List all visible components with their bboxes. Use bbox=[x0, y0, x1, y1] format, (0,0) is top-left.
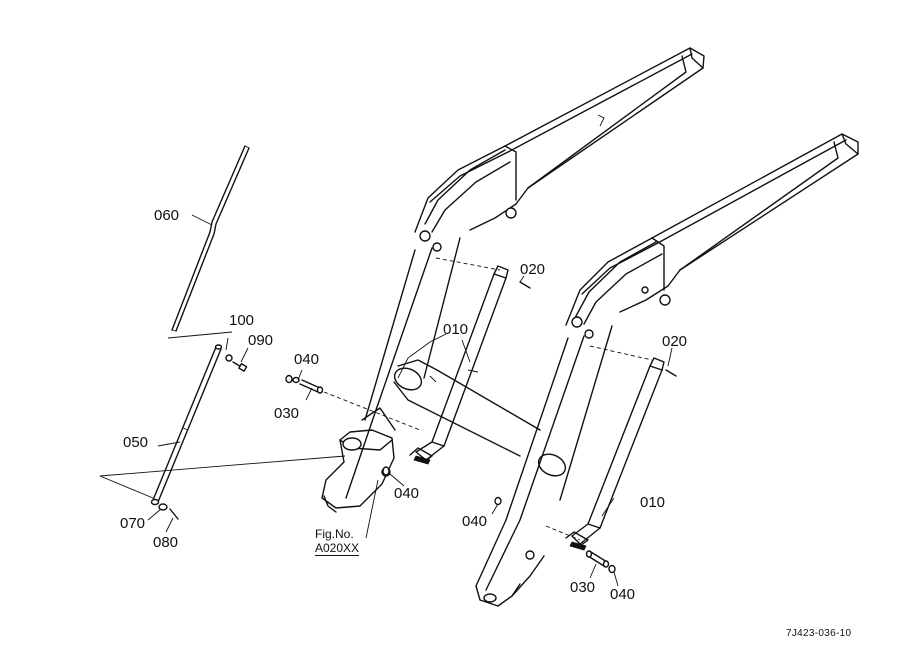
callout-040-right-bottom: 040 bbox=[610, 586, 636, 603]
callout-010-right: 010 bbox=[640, 494, 666, 511]
washer-070-drawing bbox=[158, 503, 168, 511]
assembly-lines bbox=[323, 257, 653, 541]
right-boom-drawing bbox=[475, 133, 859, 607]
left-boom-drawing bbox=[321, 47, 705, 513]
rod-050-drawing bbox=[150, 344, 223, 506]
rod-060-drawing bbox=[171, 145, 250, 332]
callout-040-right-lower: 040 bbox=[462, 513, 488, 530]
callout-030-right: 030 bbox=[570, 579, 596, 596]
bolt-090-drawing bbox=[225, 354, 248, 372]
callout-060: 060 bbox=[154, 207, 180, 224]
pin-030-left-drawing bbox=[292, 376, 324, 394]
leader-lines-right bbox=[297, 275, 673, 587]
callout-020-left: 020 bbox=[520, 261, 546, 278]
clips-040-drawing bbox=[285, 374, 616, 574]
callout-080: 080 bbox=[153, 534, 179, 551]
callout-100: 100 bbox=[229, 312, 255, 329]
callout-030-left: 030 bbox=[274, 405, 300, 422]
figure-reference-number: A020XX bbox=[315, 541, 360, 556]
callout-050: 050 bbox=[123, 434, 149, 451]
cross-tube-drawing bbox=[393, 359, 567, 477]
cylinder-010-left-drawing bbox=[409, 265, 509, 465]
pin-030-right-drawing bbox=[585, 550, 610, 568]
figure-reference: Fig.No. A020XX bbox=[315, 527, 360, 556]
callout-040-mid: 040 bbox=[394, 485, 420, 502]
callout-010-left: 010 bbox=[443, 321, 469, 338]
pins-020-drawing bbox=[519, 281, 677, 377]
pin-080-drawing bbox=[169, 508, 179, 520]
leader-lines-left bbox=[99, 214, 346, 533]
drawing-number: 7J423-036-10 bbox=[786, 628, 852, 639]
callout-020-right: 020 bbox=[662, 333, 688, 350]
callout-090: 090 bbox=[248, 332, 274, 349]
callout-070: 070 bbox=[120, 515, 146, 532]
callout-040-left-upper: 040 bbox=[294, 351, 320, 368]
figure-reference-label: Fig.No. bbox=[315, 527, 354, 541]
cylinder-010-right-drawing bbox=[565, 357, 665, 551]
